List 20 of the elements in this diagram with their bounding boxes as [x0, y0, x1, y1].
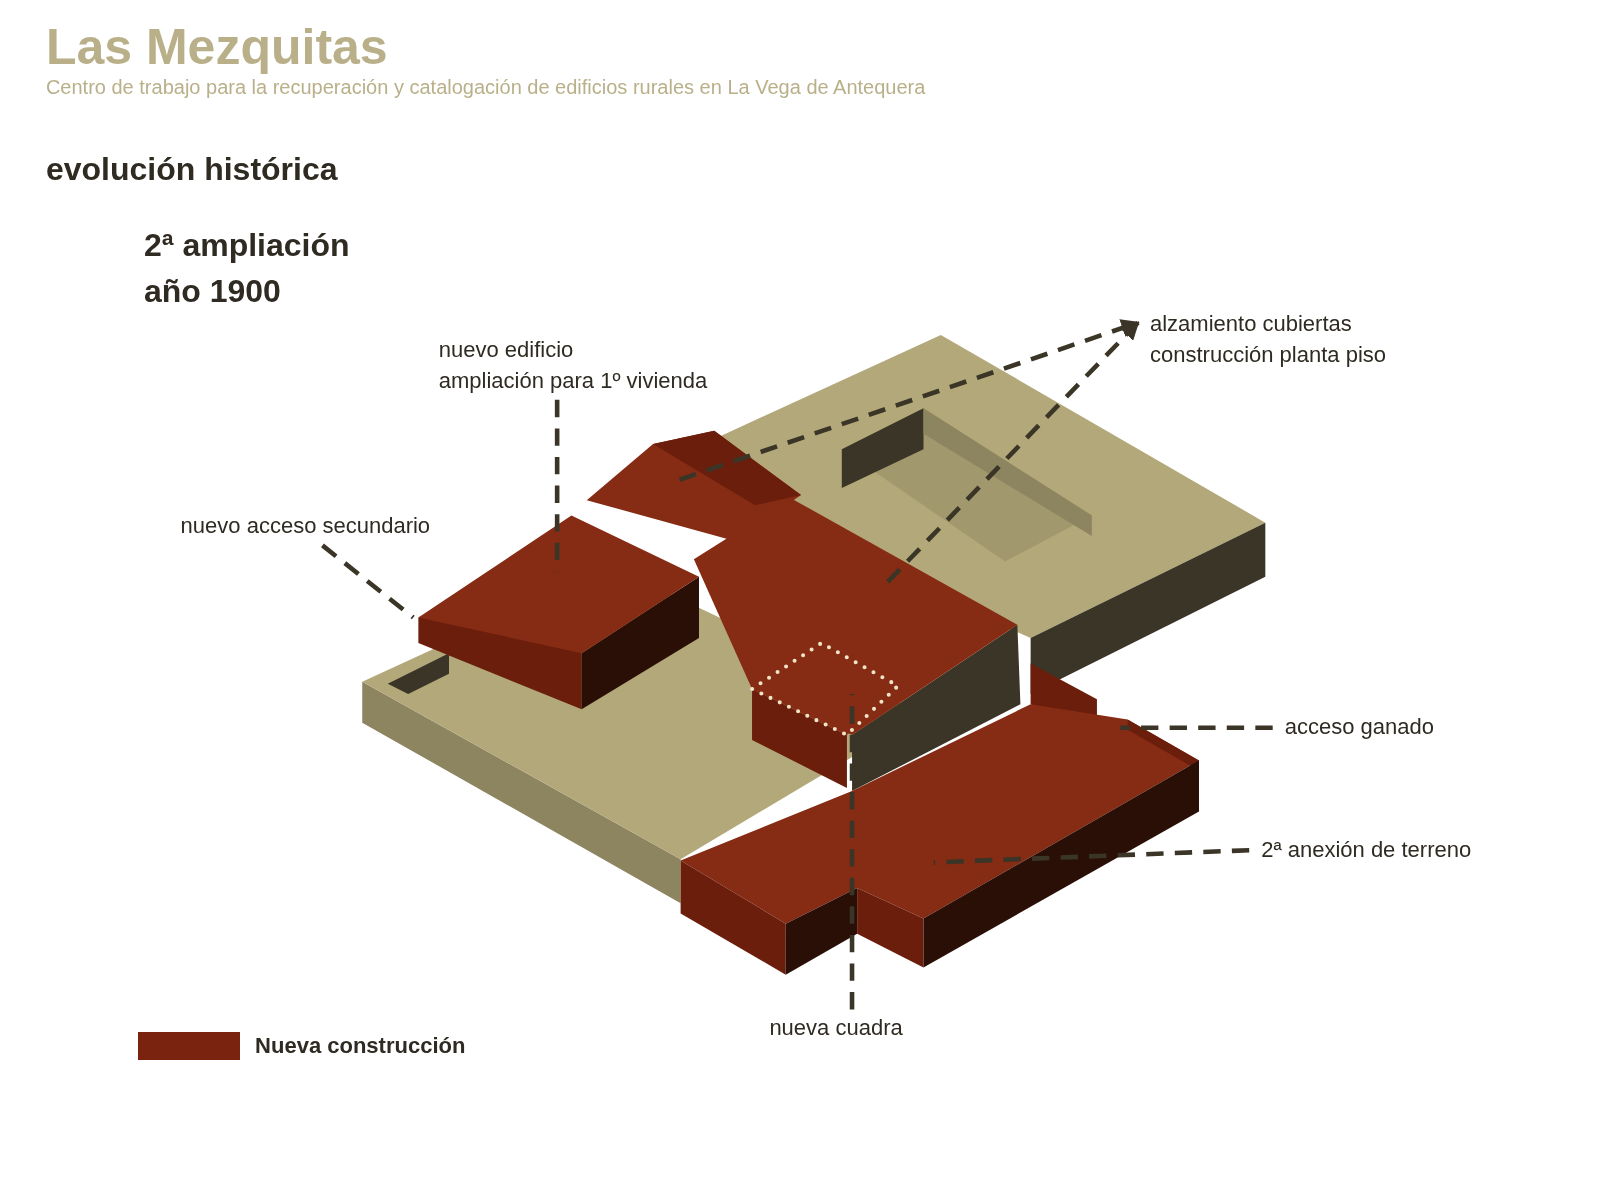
leader-line — [886, 321, 1140, 584]
leader-line — [321, 543, 415, 620]
callout-text: 2ª anexión de terreno — [1261, 835, 1472, 864]
section-heading: evolución histórica — [45, 151, 338, 188]
leader-line — [1120, 725, 1273, 731]
year-heading: año 1900 — [143, 273, 281, 311]
callout-text: nueva cuadra — [769, 1014, 903, 1043]
callout-text: alzamiento cubiertas — [1150, 310, 1353, 339]
callout-text: ampliación para 1º vivienda — [438, 366, 708, 395]
subtitle: Centro de trabajo para la recuperación y catalogación de edificios rurales en La Vega de Antequera — [45, 75, 926, 99]
leader-line — [554, 399, 560, 572]
leader-line — [849, 694, 855, 1010]
legend-text: Nueva construcción — [255, 1031, 466, 1060]
callout-text: construcción planta piso — [1150, 341, 1387, 370]
title: Las Mezquitas — [45, 18, 388, 77]
callout-text: nuevo edificio — [438, 335, 575, 364]
phase-heading: 2ª ampliación — [143, 226, 350, 264]
callout-text: nuevo acceso secundario — [180, 512, 431, 541]
leader-line — [933, 847, 1250, 865]
callout-text: acceso ganado — [1284, 713, 1434, 742]
